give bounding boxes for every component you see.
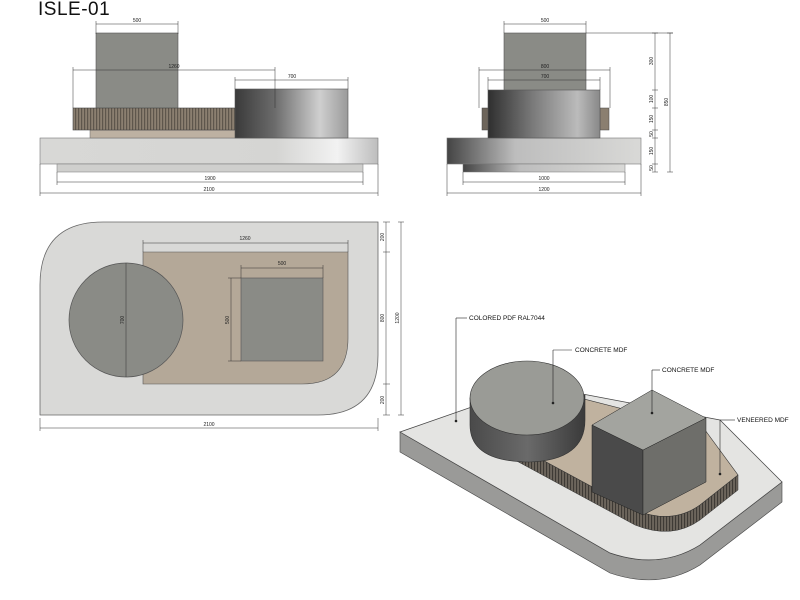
plan-cube [240,277,324,362]
front-dim-inner: 1900 [204,176,215,182]
side-dim-total: 1200 [538,187,549,193]
front-veneer-lower [89,129,261,139]
side-view: 500 800 700 1000 1200 300 100 150 50 150… [446,18,673,196]
front-dim-cylinder: 700 [288,74,297,80]
front-cube [95,32,179,111]
side-dim-cube: 500 [541,18,550,24]
sheet-title: ISLE-01 [38,0,111,20]
side-dim-h-veneer: 150 [649,115,655,124]
plan-dim-overall-w: 2100 [203,422,214,428]
iso-view: COLORED PDF RAL7044 CONCRETE MDF CONCRET… [399,315,789,581]
side-dim-base-top: 800 [541,64,550,70]
iso-label-colored: COLORED PDF RAL7044 [469,315,545,322]
side-dim-h-cube: 300 [649,57,655,66]
iso-cube-top [591,389,707,451]
side-dim-h-slab: 150 [649,147,655,156]
side-plinth [462,163,626,173]
side-dim-h-total: 850 [664,98,670,107]
plan-dim-mid: 800 [380,314,386,323]
iso-label-concrete-2: CONCRETE MDF [662,367,714,374]
front-dim-cube: 500 [133,18,142,24]
side-dim-h-gap: 50 [649,131,655,137]
front-cylinder [234,88,349,139]
front-slab [39,137,379,165]
iso-label-concrete-1: CONCRETE MDF [575,347,627,354]
front-dim-total: 2100 [203,187,214,193]
plan-dim-overall-h: 1200 [395,312,401,323]
iso-cylinder-top [469,360,585,436]
plan-dim-veneer: 1260 [239,236,250,242]
front-view: 500 1260 700 1900 2100 [39,18,379,196]
plan-dim-cube-h: 500 [225,316,231,325]
plan-dim-bottom: 200 [380,396,386,405]
plan-view: 1260 500 500 700 200 800 200 1200 2100 [39,221,404,431]
iso-label-veneered: VENEERED MDF [737,417,789,424]
plan-dim-top: 200 [380,233,386,242]
side-dim-inner: 1000 [538,176,549,182]
plan-dim-circle: 700 [120,316,126,325]
side-slab [446,137,642,165]
side-cube [503,32,587,92]
plan-dim-cube-w: 500 [278,261,287,267]
side-dim-cylinder: 700 [541,74,550,80]
side-veneer-right [599,107,610,131]
side-dim-h-plinth: 50 [649,165,655,171]
front-dim-veneer: 1260 [168,64,179,70]
side-cylinder [487,89,601,139]
front-plinth [56,163,364,173]
side-dim-h-cyl: 100 [649,95,655,104]
